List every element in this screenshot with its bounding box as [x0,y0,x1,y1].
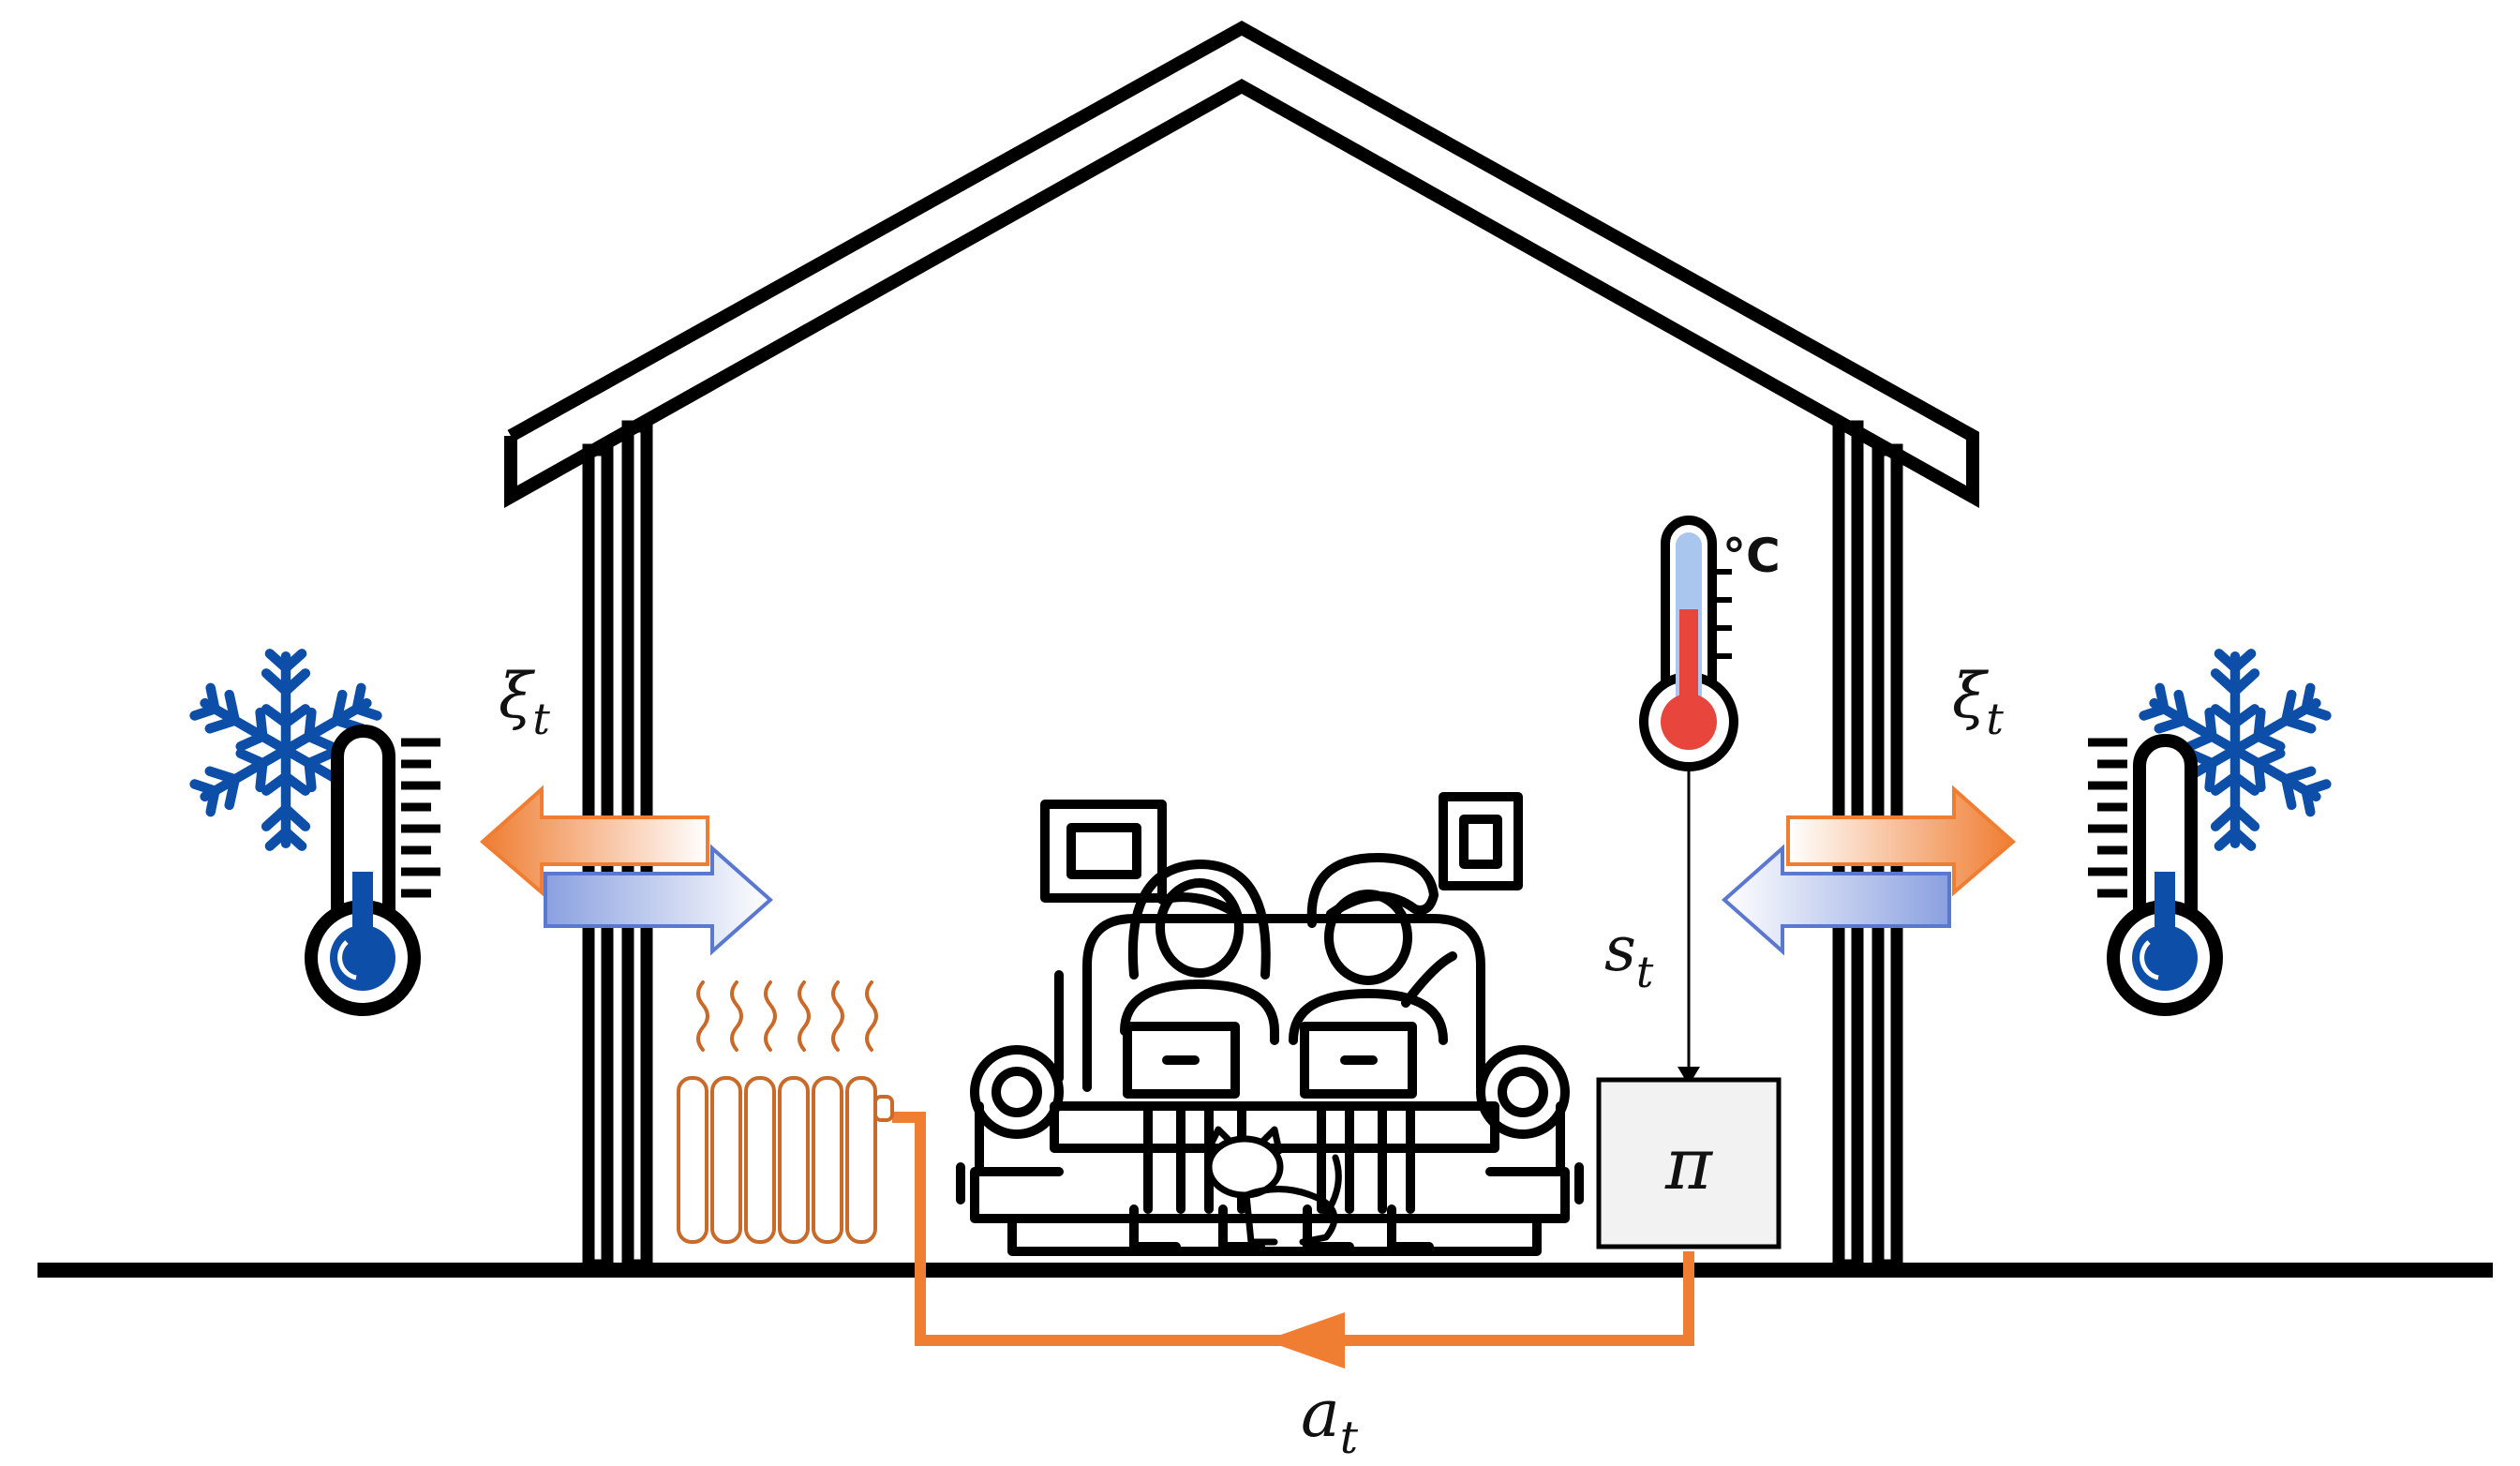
radiator-icon [677,980,894,1244]
state-label: st [1604,913,1654,997]
cat-icon [1205,1126,1342,1246]
laptop-left [1123,1022,1240,1099]
picture-frame-right [1439,792,1523,890]
person-man [1289,853,1457,1251]
cold-thermometer-icon [305,725,440,1016]
state-arrow-head [1678,1067,1700,1085]
action-arrow-head [1265,1312,1345,1369]
xi-right-label: ξt [1952,660,2004,744]
cold-inflow-arrow-right [1721,844,1951,956]
xi-left-label: ξt [499,660,550,744]
heat-loss-arrow-left [479,785,709,897]
policy-label: π [1664,1122,1714,1205]
warm-thermometer-icon [1639,516,1738,771]
celsius-unit-label: °C [1722,529,1781,583]
people-on-sofa-icon [956,792,1584,1256]
policy-box [1596,1077,1782,1249]
cold-thermometer-icon-right [2088,734,2223,1016]
action-label: at [1301,1375,1359,1464]
heat-loss-arrow-right [1786,785,2017,897]
person-woman [1120,860,1279,1251]
laptop-right [1300,1022,1417,1099]
house-roof [504,20,1979,508]
cold-inflow-arrow-left [544,844,774,956]
picture-frame-left [1040,800,1167,903]
action-arrow-path [892,1112,1694,1346]
